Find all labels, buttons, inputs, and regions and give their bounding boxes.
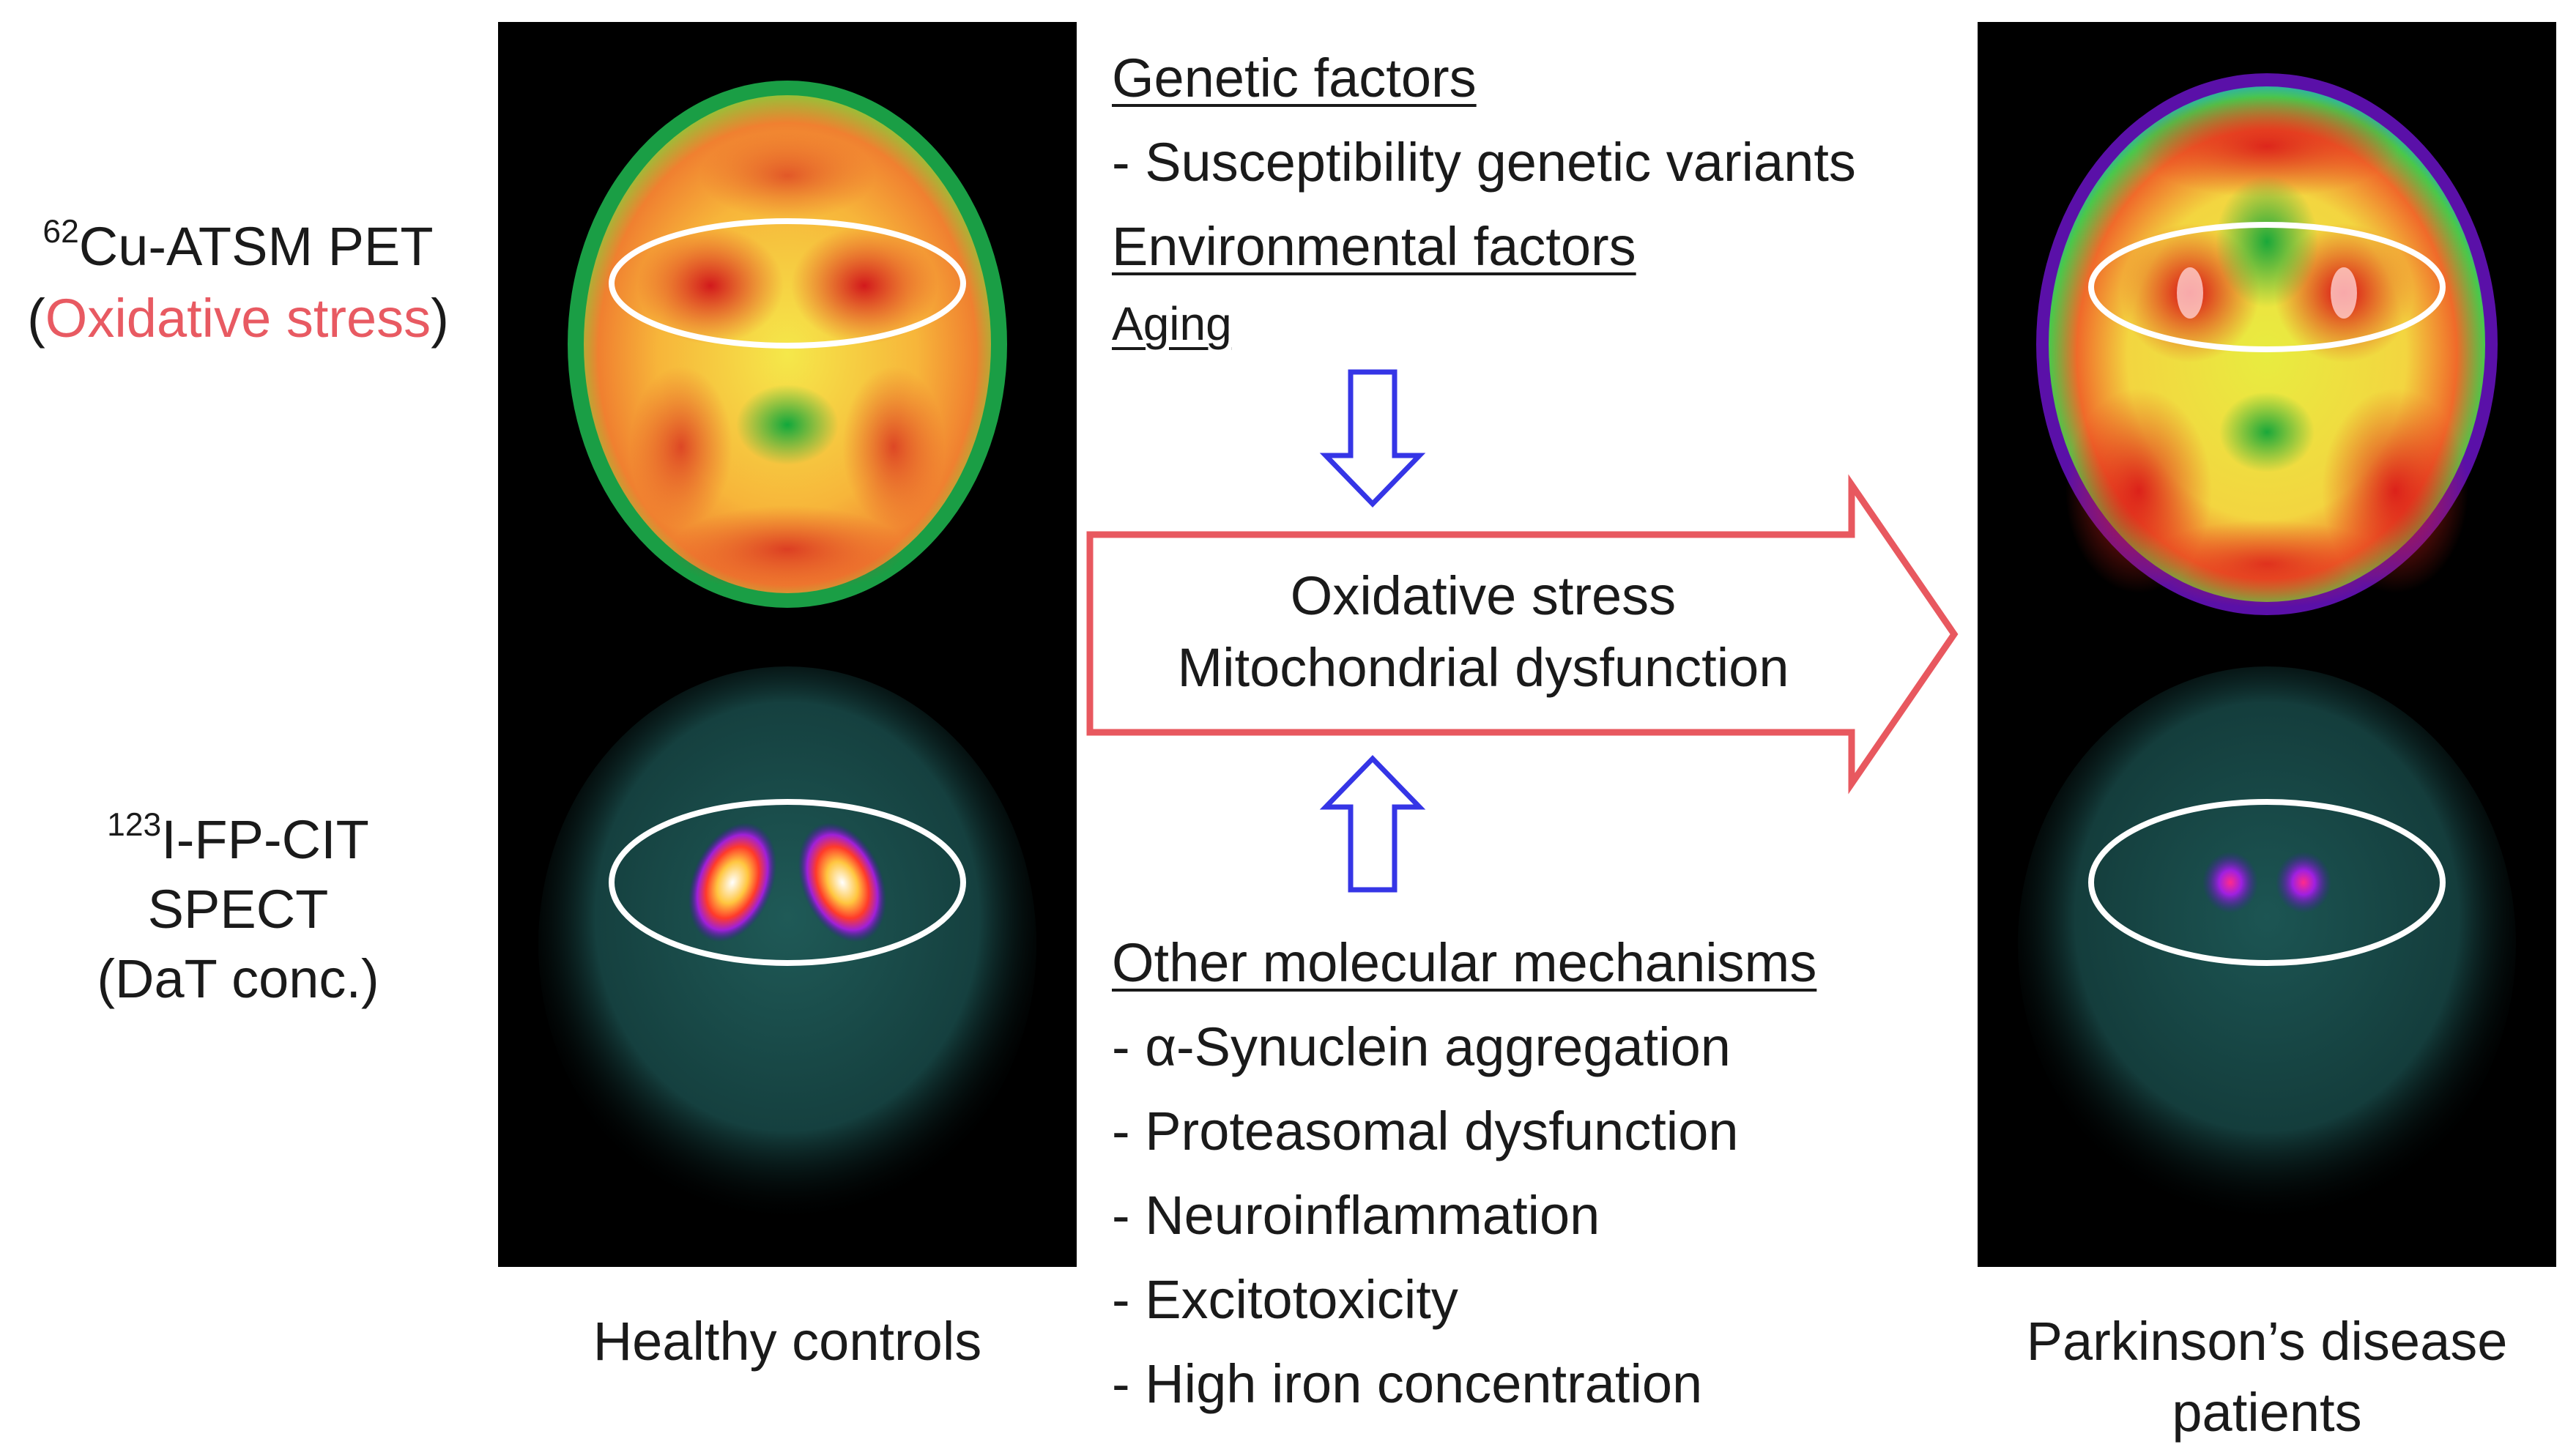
aging-label: Aging [1112,297,1232,350]
spect-label-line3: (DaT conc.) [97,948,379,1009]
parkinsons-patients-image [1978,22,2556,1267]
mechanism-item: - Excitotoxicity [1112,1269,1458,1330]
mechanism-item: - High iron concentration [1112,1353,1703,1414]
spect-label-line2: SPECT [147,879,329,940]
spect-isotope: 123 [107,806,162,843]
genetic-factors-heading: Genetic factors [1112,48,1477,108]
pet-isotope: 62 [42,213,79,250]
mechanism-item: - Neuroinflammation [1112,1185,1600,1246]
spect-name: I-FP-CIT [161,809,369,870]
up-arrow-icon [1319,754,1426,893]
oxidative-stress-label: Oxidative stress [45,288,431,349]
healthy-controls-caption: Healthy controls [593,1311,982,1372]
patient-pet-roi-ellipse [2088,222,2446,352]
genetic-variants-item: - Susceptibility genetic variants [1112,132,1856,193]
healthy-pet-roi-ellipse [609,218,966,349]
mechanism-item: - Proteasomal dysfunction [1112,1101,1739,1161]
mitochondrial-dysfunction-label: Mitochondrial dysfunction [1177,637,1789,698]
pet-name: Cu-ATSM PET [78,216,434,277]
environmental-factors-heading: Environmental factors [1112,216,1636,277]
patients-caption-line1: Parkinson’s disease [2026,1311,2508,1372]
oxidative-stress-center-label: Oxidative stress [1290,565,1677,626]
pet-label: 62Cu-ATSM PET [0,215,476,274]
other-mechanisms-heading: Other molecular mechanisms [1112,932,1817,993]
big-right-arrow [1086,474,1959,795]
pet-measure-label: (Oxidative stress) [27,288,449,349]
healthy-spect-roi-ellipse [609,799,966,966]
healthy-scans-graphic [538,81,1036,1223]
mechanism-item: - α-Synuclein aggregation [1112,1016,1731,1077]
healthy-controls-image [498,22,1077,1267]
patient-scans-graphic [2018,73,2516,1223]
spect-label: 123I-FP-CIT [0,808,476,867]
down-arrow-icon [1319,369,1426,508]
patients-caption-line2: patients [2172,1382,2362,1443]
patient-spect-roi-ellipse [2088,799,2446,966]
